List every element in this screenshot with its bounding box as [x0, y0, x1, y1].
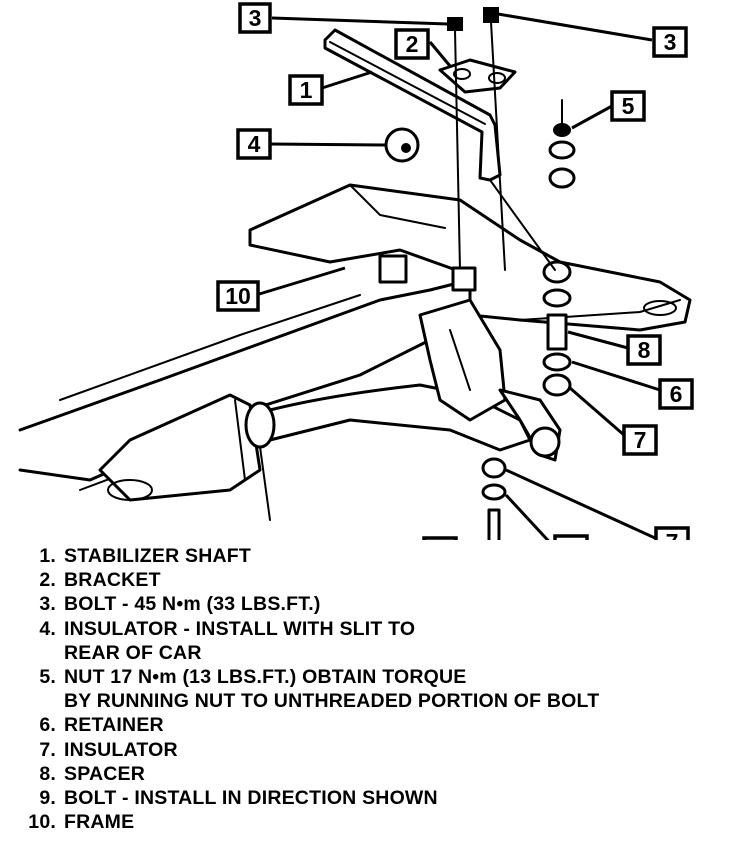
callout-label: 6 [670, 381, 683, 407]
legend-item: 4. INSULATOR - INSTALL WITH SLIT TO REAR … [10, 617, 599, 665]
callout-label: 2 [406, 31, 419, 57]
callout-label: 4 [248, 131, 261, 157]
callout-5: 5 [610, 90, 646, 122]
legend-text: BOLT - 45 N•m (33 LBS.FT.) [64, 593, 321, 616]
callout-label: 7 [634, 427, 647, 453]
callout-6-lower: 6 [553, 534, 589, 540]
callout-7-lower: 7 [654, 526, 690, 540]
legend-text: BOLT - INSTALL IN DIRECTION SHOWN [64, 787, 438, 810]
legend-text: INSULATOR - INSTALL WITH SLIT TO REAR OF… [64, 617, 416, 664]
callout-4: 4 [236, 128, 272, 160]
control-arm-drawing [268, 298, 562, 462]
callout-label: 6 [565, 537, 578, 540]
legend-item: 2. BRACKET [10, 568, 599, 592]
legend-number: 1. [39, 545, 56, 567]
callout-3-top-right: 3 [652, 26, 688, 58]
legend-text: FRAME [64, 811, 135, 834]
callout-label: 8 [638, 337, 651, 363]
callout-label: 9 [434, 539, 447, 540]
legend-number: 8. [39, 762, 56, 785]
callout-label: 10 [225, 283, 251, 309]
parts-legend: 1. STABILIZER SHAFT 2. BRACKET 3. BOLT - 45… [10, 544, 599, 834]
legend-item: 10. FRAME [10, 810, 599, 834]
callout-2: 2 [394, 28, 430, 60]
callout-3-top-left: 3 [238, 2, 272, 34]
callout-label: 1 [300, 77, 313, 103]
legend-item: 5. NUT 17 N•m (13 LBS.FT.) OBTAIN TORQUE … [10, 665, 599, 713]
leader-lines [255, 12, 661, 540]
legend-text: NUT 17 N•m (13 LBS.FT.) OBTAIN TORQUE BY… [64, 666, 600, 713]
bracket-bolts-drawing [447, 7, 506, 292]
callout-7-upper: 7 [622, 424, 658, 456]
legend-item: 9. BOLT - INSTALL IN DIRECTION SHOWN [10, 786, 599, 810]
bracket-drawing [438, 58, 517, 94]
insulator-bushing-drawing [384, 127, 420, 163]
callout-label: 5 [622, 93, 635, 119]
legend-item: 6. RETAINER [10, 713, 599, 737]
callout-6-upper: 6 [658, 378, 694, 410]
suspension-exploded-diagram: 3 2 1 4 3 5 10 8 6 7 7 9 [18, 2, 694, 540]
callout-9: 9 [422, 536, 458, 540]
legend-number: 10. [28, 811, 56, 834]
legend-item: 8. SPACER [10, 762, 599, 786]
callout-10: 10 [216, 280, 260, 312]
legend-number: 2. [39, 569, 56, 592]
callout-8: 8 [626, 334, 662, 366]
legend-text: STABILIZER SHAFT [64, 545, 251, 567]
callout-label: 7 [666, 529, 679, 540]
legend-item: 3. BOLT - 45 N•m (33 LBS.FT.) [10, 592, 599, 616]
legend-text: BRACKET [64, 569, 161, 592]
callout-label: 3 [664, 29, 677, 55]
callout-label: 3 [249, 5, 262, 31]
legend-item: 1. STABILIZER SHAFT [10, 544, 599, 568]
subframe-cradle-drawing [98, 393, 276, 521]
legend-number: 3. [39, 593, 56, 616]
legend-number: 4. [39, 617, 56, 640]
legend-number: 6. [39, 714, 56, 737]
stabilizer-shaft-drawing [323, 28, 502, 182]
lower-bolt-stack-drawing [481, 457, 507, 540]
legend-text: INSULATOR [64, 738, 178, 761]
legend-number: 7. [39, 738, 56, 761]
legend-text: SPACER [64, 762, 146, 785]
legend-item: 7. INSULATOR [10, 738, 599, 762]
legend-number: 5. [39, 666, 56, 689]
callout-1: 1 [288, 74, 324, 106]
legend-text: RETAINER [64, 714, 164, 737]
legend-number: 9. [39, 787, 56, 810]
link-stack-drawing [489, 99, 576, 397]
